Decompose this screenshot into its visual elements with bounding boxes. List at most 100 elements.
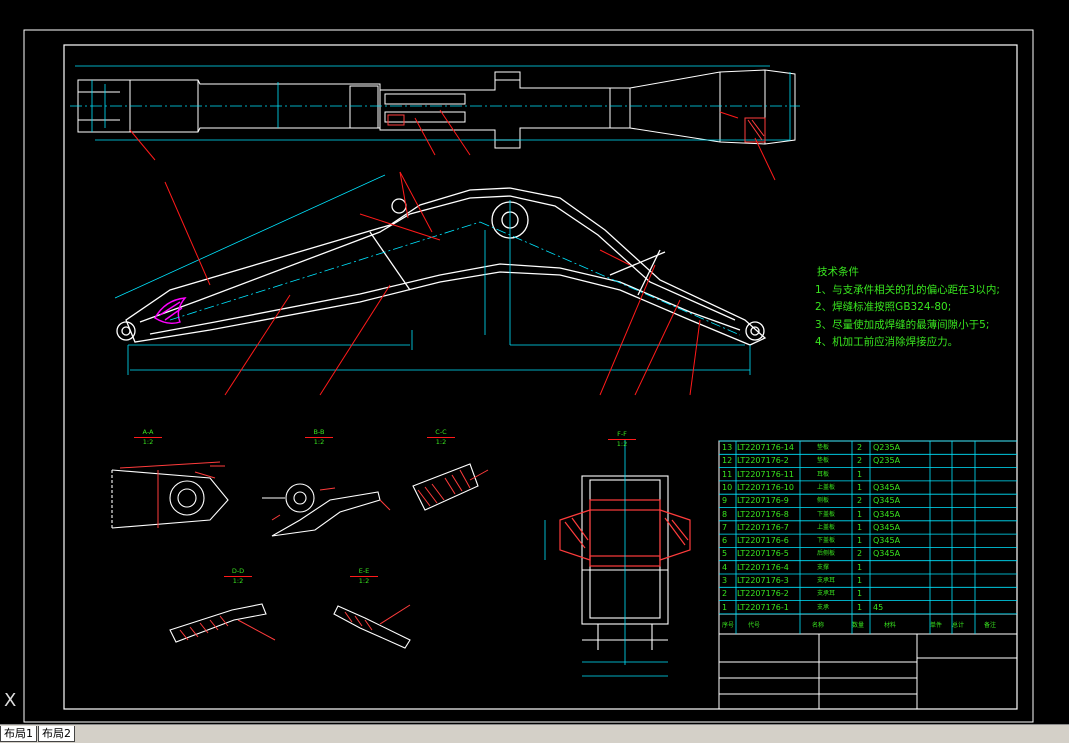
technical-note-1: 1、与支承件相关的孔的偏心距在3以内; [815, 283, 1000, 296]
bom-cell-no: 13 [722, 443, 733, 452]
bom-cell-code: LT2207176-6 [737, 536, 789, 546]
bom-cell-mat: Q345A [873, 549, 901, 559]
section-label-name: F-F [608, 430, 636, 440]
cad-drawing-canvas[interactable] [0, 0, 1069, 724]
bom-cell-mat: Q345A [873, 522, 901, 532]
bom-cell-name: 支撑 [817, 563, 830, 571]
section-e-e [333, 605, 411, 649]
section-e-e-hatch [344, 604, 411, 631]
bom-cell-code: LT2207176-10 [737, 482, 794, 492]
top-view-leaders [129, 109, 776, 181]
section-f-f-dims [544, 440, 668, 677]
bom-cell-name: 支承耳 [817, 590, 836, 598]
section-a-a-hatch [119, 461, 225, 528]
bom-cell-qty: 2 [857, 549, 863, 559]
bom-cell-code: LT2207176-9 [737, 496, 789, 506]
technical-notes: 技术条件 1、与支承件相关的孔的偏心距在3以内; 2、焊缝标准按照GB324-8… [815, 264, 1000, 352]
section-label-name: A-A [134, 428, 162, 438]
bom-cell-qty: 1 [857, 536, 863, 546]
section-label-name: C-C [427, 428, 455, 438]
inner-frame [63, 44, 1018, 710]
section-b-b [262, 483, 381, 537]
bom-cell-code: LT2207176-7 [737, 522, 789, 532]
bom-cell-no: 10 [722, 482, 733, 492]
bom-cell-no: 6 [722, 536, 728, 546]
section-label-scale: 1:2 [313, 438, 325, 446]
section-label-scale: 1:2 [142, 438, 154, 446]
bom-cell-name: 上盖板 [817, 523, 836, 531]
top-view-centerlines [70, 65, 800, 141]
bom-cell-no: 7 [722, 522, 728, 532]
bom-cell-name: 下盖板 [817, 537, 836, 545]
bom-cell-no: 11 [722, 469, 733, 479]
tab-layout-2[interactable]: 布局2 [38, 726, 75, 742]
bom-header-cell: 单件 [930, 622, 943, 629]
bom-cell-no: 4 [722, 562, 728, 572]
bom-header-cell: 材料 [884, 622, 897, 629]
bom-header-cell: 总计 [952, 622, 965, 629]
section-a-a [111, 469, 229, 529]
section-b-b-hatch [271, 487, 391, 521]
bom-cell-qty: 1 [857, 522, 863, 532]
bom-cell-name: 支承耳 [817, 577, 836, 584]
section-label-name: B-B [305, 428, 333, 438]
boom-hatch [154, 297, 187, 325]
bom-cell-code: LT2207176-1 [737, 602, 789, 612]
bom-cell-no: 5 [722, 549, 728, 559]
bom-cell-name: 耳板 [817, 470, 830, 478]
bom-cell-qty: 2 [857, 443, 863, 452]
section-d-d [169, 603, 267, 643]
bom-cell-code: LT2207176-2 [737, 456, 789, 466]
section-label-scale: 1:2 [358, 577, 370, 585]
technical-notes-title: 技术条件 [817, 266, 859, 278]
bom-cell-mat: Q345A [873, 536, 901, 546]
bom-header-cell: 代号 [748, 622, 761, 629]
bom-cell-qty: 1 [857, 589, 863, 599]
outer-frame [23, 29, 1034, 723]
top-view [77, 69, 796, 149]
bom-cell-name: 支承 [817, 603, 830, 611]
section-c-c-hatch [417, 469, 489, 507]
bom-cell-qty: 1 [857, 482, 863, 492]
bom-cell-code: LT2207176-11 [737, 469, 794, 479]
bom-cell-qty: 1 [857, 469, 863, 479]
top-view-hatch [387, 114, 766, 143]
section-label-name: E-E [350, 567, 378, 577]
bom-cell-mat: Q345A [873, 482, 901, 492]
bom-cell-name: 垫板 [817, 457, 830, 465]
bom-cell-no: 2 [722, 589, 728, 599]
boom-centerlines [114, 174, 751, 375]
tab-layout-1[interactable]: 布局1 [0, 726, 37, 742]
boom-leaders [164, 171, 701, 396]
bom-cell-code: LT2207176-14 [737, 443, 794, 452]
bom-cell-no: 12 [722, 456, 733, 466]
bom-cell-code: LT2207176-2 [737, 589, 789, 599]
technical-note-2: 2、焊缝标准按照GB324-80; [815, 301, 952, 314]
bom-cell-no: 8 [722, 509, 728, 519]
bom-cell-mat: 45 [873, 602, 884, 612]
bom-cell-qty: 1 [857, 562, 863, 572]
bom-cell-mat: Q235A [873, 456, 901, 466]
section-c-c [412, 463, 479, 511]
bom-cell-mat: Q235A [873, 443, 901, 452]
bom-cell-no: 3 [722, 576, 728, 585]
bom-cell-qty: 2 [857, 496, 863, 506]
bom-cell-name: 垫板 [817, 444, 830, 451]
section-label-scale: 1:2 [232, 577, 244, 585]
bom-cell-name: 后侧板 [817, 550, 836, 558]
bom-cell-qty: 2 [857, 456, 863, 466]
boom-side-view [116, 187, 767, 346]
bom-cell-name: 上盖板 [817, 483, 836, 491]
bom-cell-no: 9 [722, 496, 728, 506]
section-label-scale: 1:2 [435, 438, 447, 446]
bom-header-cell: 序号 [722, 622, 735, 629]
section-label-name: D-D [224, 567, 252, 577]
bom-cell-code: LT2207176-5 [737, 549, 789, 559]
bom-header-cell: 名称 [812, 622, 825, 629]
